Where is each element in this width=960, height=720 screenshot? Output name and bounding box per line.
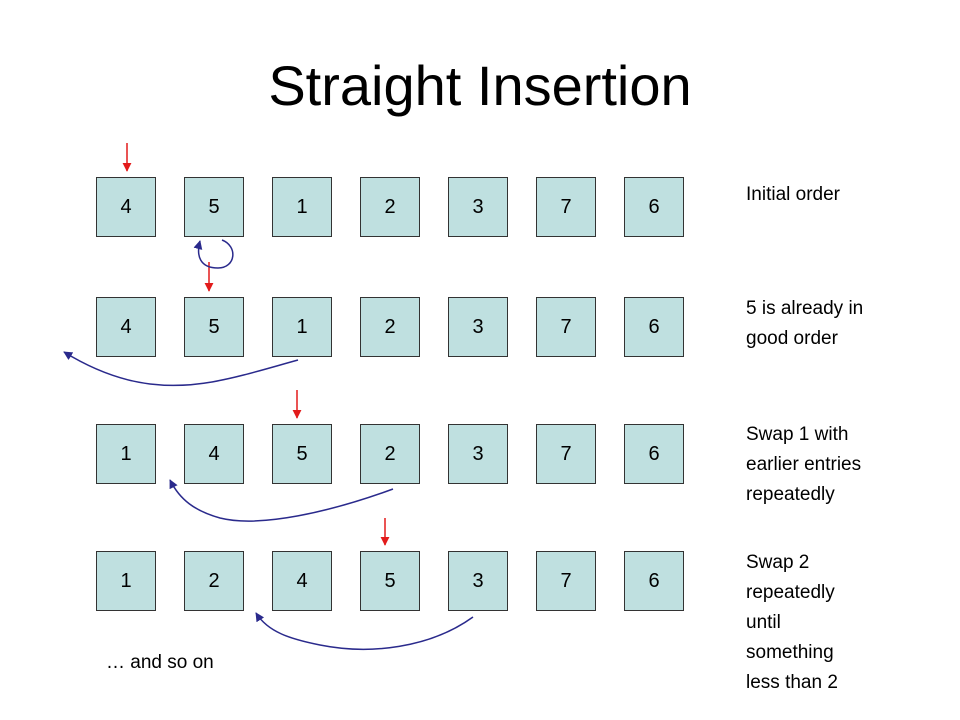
array-cell: 2 <box>360 424 420 484</box>
slide-title: Straight Insertion <box>268 54 692 117</box>
array-cell: 6 <box>624 177 684 237</box>
array-cell: 1 <box>272 297 332 357</box>
array-cell: 3 <box>448 424 508 484</box>
array-cell: 5 <box>184 297 244 357</box>
and-so-on-label: … and so on <box>106 652 214 673</box>
array-cell: 1 <box>96 551 156 611</box>
array-cell: 6 <box>624 551 684 611</box>
swap-arc-arrow-1 <box>63 351 299 387</box>
array-cell: 4 <box>272 551 332 611</box>
array-cell: 2 <box>360 177 420 237</box>
array-cell: 3 <box>448 551 508 611</box>
array-cell: 7 <box>536 177 596 237</box>
array-cell: 1 <box>96 424 156 484</box>
array-cell: 5 <box>360 551 420 611</box>
array-cell: 5 <box>272 424 332 484</box>
swap-arc-arrow-2 <box>169 479 394 522</box>
row-note-after-5: 5 is already in good order <box>746 298 864 349</box>
row-note-after-2: Swap 2 repeatedly until something less t… <box>746 552 838 693</box>
array-cell: 2 <box>360 297 420 357</box>
array-cell: 3 <box>448 297 508 357</box>
array-cell: 1 <box>272 177 332 237</box>
array-cell: 6 <box>624 297 684 357</box>
array-cell: 4 <box>96 177 156 237</box>
array-cell: 2 <box>184 551 244 611</box>
array-cell: 3 <box>448 177 508 237</box>
stay-loop-arrow <box>193 239 234 269</box>
row-note-initial: Initial order <box>746 184 840 205</box>
array-cell: 7 <box>536 297 596 357</box>
array-cell: 5 <box>184 177 244 237</box>
array-cell: 7 <box>536 424 596 484</box>
array-cell: 4 <box>184 424 244 484</box>
array-cell: 4 <box>96 297 156 357</box>
array-cell: 6 <box>624 424 684 484</box>
swap-arc-arrow-3 <box>255 612 474 650</box>
row-note-after-1: Swap 1 with earlier entries repeatedly <box>746 424 862 505</box>
array-cell: 7 <box>536 551 596 611</box>
